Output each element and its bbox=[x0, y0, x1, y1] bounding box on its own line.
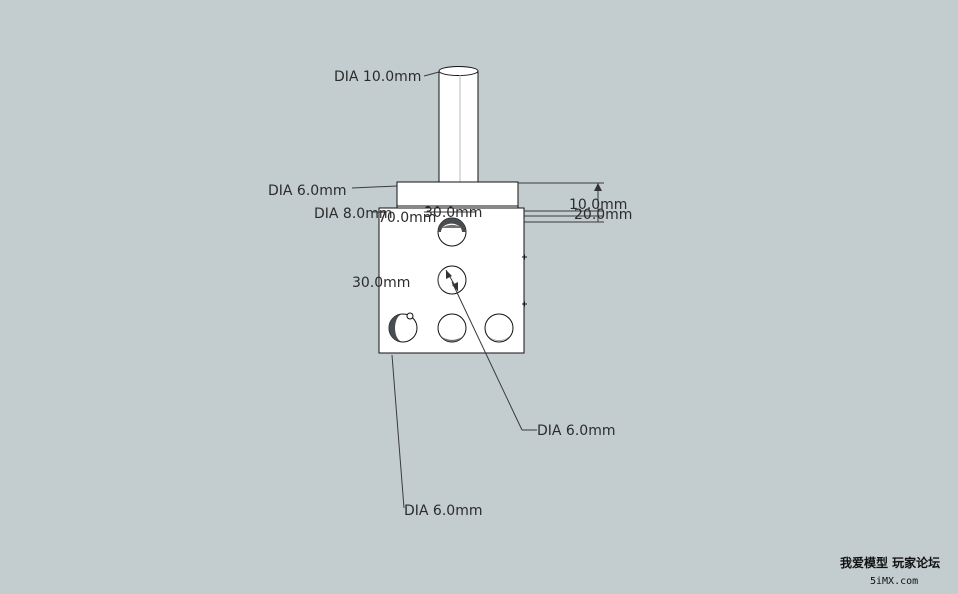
dim-height-10: 10.0mm bbox=[569, 197, 627, 213]
leader-lines bbox=[351, 71, 604, 509]
hole-bottom-right bbox=[484, 313, 514, 343]
shaft-body bbox=[438, 71, 479, 183]
dim-dia-bottom-hole: DIA 6.0mm bbox=[404, 503, 482, 519]
dim-height-20: 20.0mm bbox=[574, 207, 632, 223]
dim-width-30-top: 30.0mm bbox=[424, 205, 482, 221]
dim-dia-flange: DIA 8.0mm bbox=[314, 206, 392, 222]
hole-top bbox=[437, 217, 467, 247]
dim-dia-shaft: DIA 10.0mm bbox=[334, 69, 421, 85]
shaft-top bbox=[438, 66, 479, 76]
shaft bbox=[438, 66, 479, 183]
watermark: 我爱模型 玩家论坛 5iMX.com bbox=[840, 555, 940, 587]
svg-text:我爱模型 玩家论坛: 我爱模型 玩家论坛 bbox=[840, 555, 940, 570]
tick-marks bbox=[436, 181, 527, 307]
hole-bottom-middle bbox=[437, 313, 467, 343]
hole-bottom-left bbox=[388, 312, 418, 343]
dim-dia-center-hole: DIA 6.0mm bbox=[537, 423, 615, 439]
dim-pitch-30: 30.0mm bbox=[352, 275, 410, 291]
dim-width-70: 70.0mm bbox=[378, 210, 436, 226]
svg-text:5iMX.com: 5iMX.com bbox=[870, 576, 918, 587]
dim-dia-collar: DIA 6.0mm bbox=[268, 183, 346, 199]
